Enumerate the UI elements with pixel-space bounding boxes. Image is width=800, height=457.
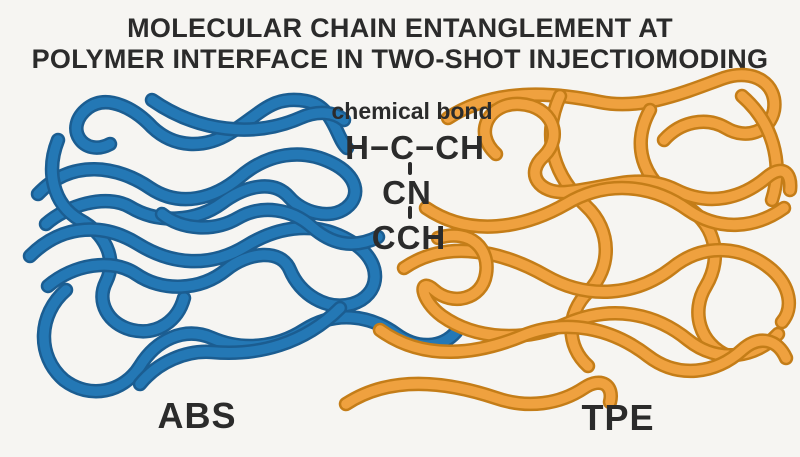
tpe-chain-strand xyxy=(737,91,782,205)
page-title: MOLECULAR CHAIN ENTANGLEMENT AT POLYMER … xyxy=(0,13,800,75)
abs-label: ABS xyxy=(157,395,237,436)
tpe-chains xyxy=(338,67,798,412)
abs-chain-strand xyxy=(157,205,383,249)
tpe-chain-strand xyxy=(341,378,616,409)
bond-line-vertical-2 xyxy=(408,206,412,219)
chemical-bond-label: chemical bond xyxy=(331,98,493,124)
bond-line-vertical-1 xyxy=(408,162,412,175)
abs-chains xyxy=(22,92,464,399)
abs-chain-strand xyxy=(25,223,380,311)
formula-row-2: CN xyxy=(382,174,432,211)
tpe-chain-strand xyxy=(418,230,783,361)
abs-chain-strand xyxy=(33,149,360,229)
formula-row-3: CCH xyxy=(371,219,447,256)
title-line-2: POLYMER INTERFACE IN TWO-SHOT INJECTIOMO… xyxy=(31,43,769,74)
abs-chain-strand xyxy=(47,135,189,336)
tpe-chain-strand xyxy=(480,99,795,204)
tpe-chain-strand xyxy=(375,322,791,376)
abs-chain-strand xyxy=(147,95,349,135)
tpe-chain-strand xyxy=(636,105,733,361)
title-line-1: MOLECULAR CHAIN ENTANGLEMENT AT xyxy=(127,13,673,43)
tpe-label: TPE xyxy=(581,397,655,438)
abs-chain-strand xyxy=(71,95,352,153)
tpe-chain-strand xyxy=(421,183,789,232)
abs-chain-strand xyxy=(135,303,345,389)
formula-row-1: H−C−CH xyxy=(345,129,485,166)
